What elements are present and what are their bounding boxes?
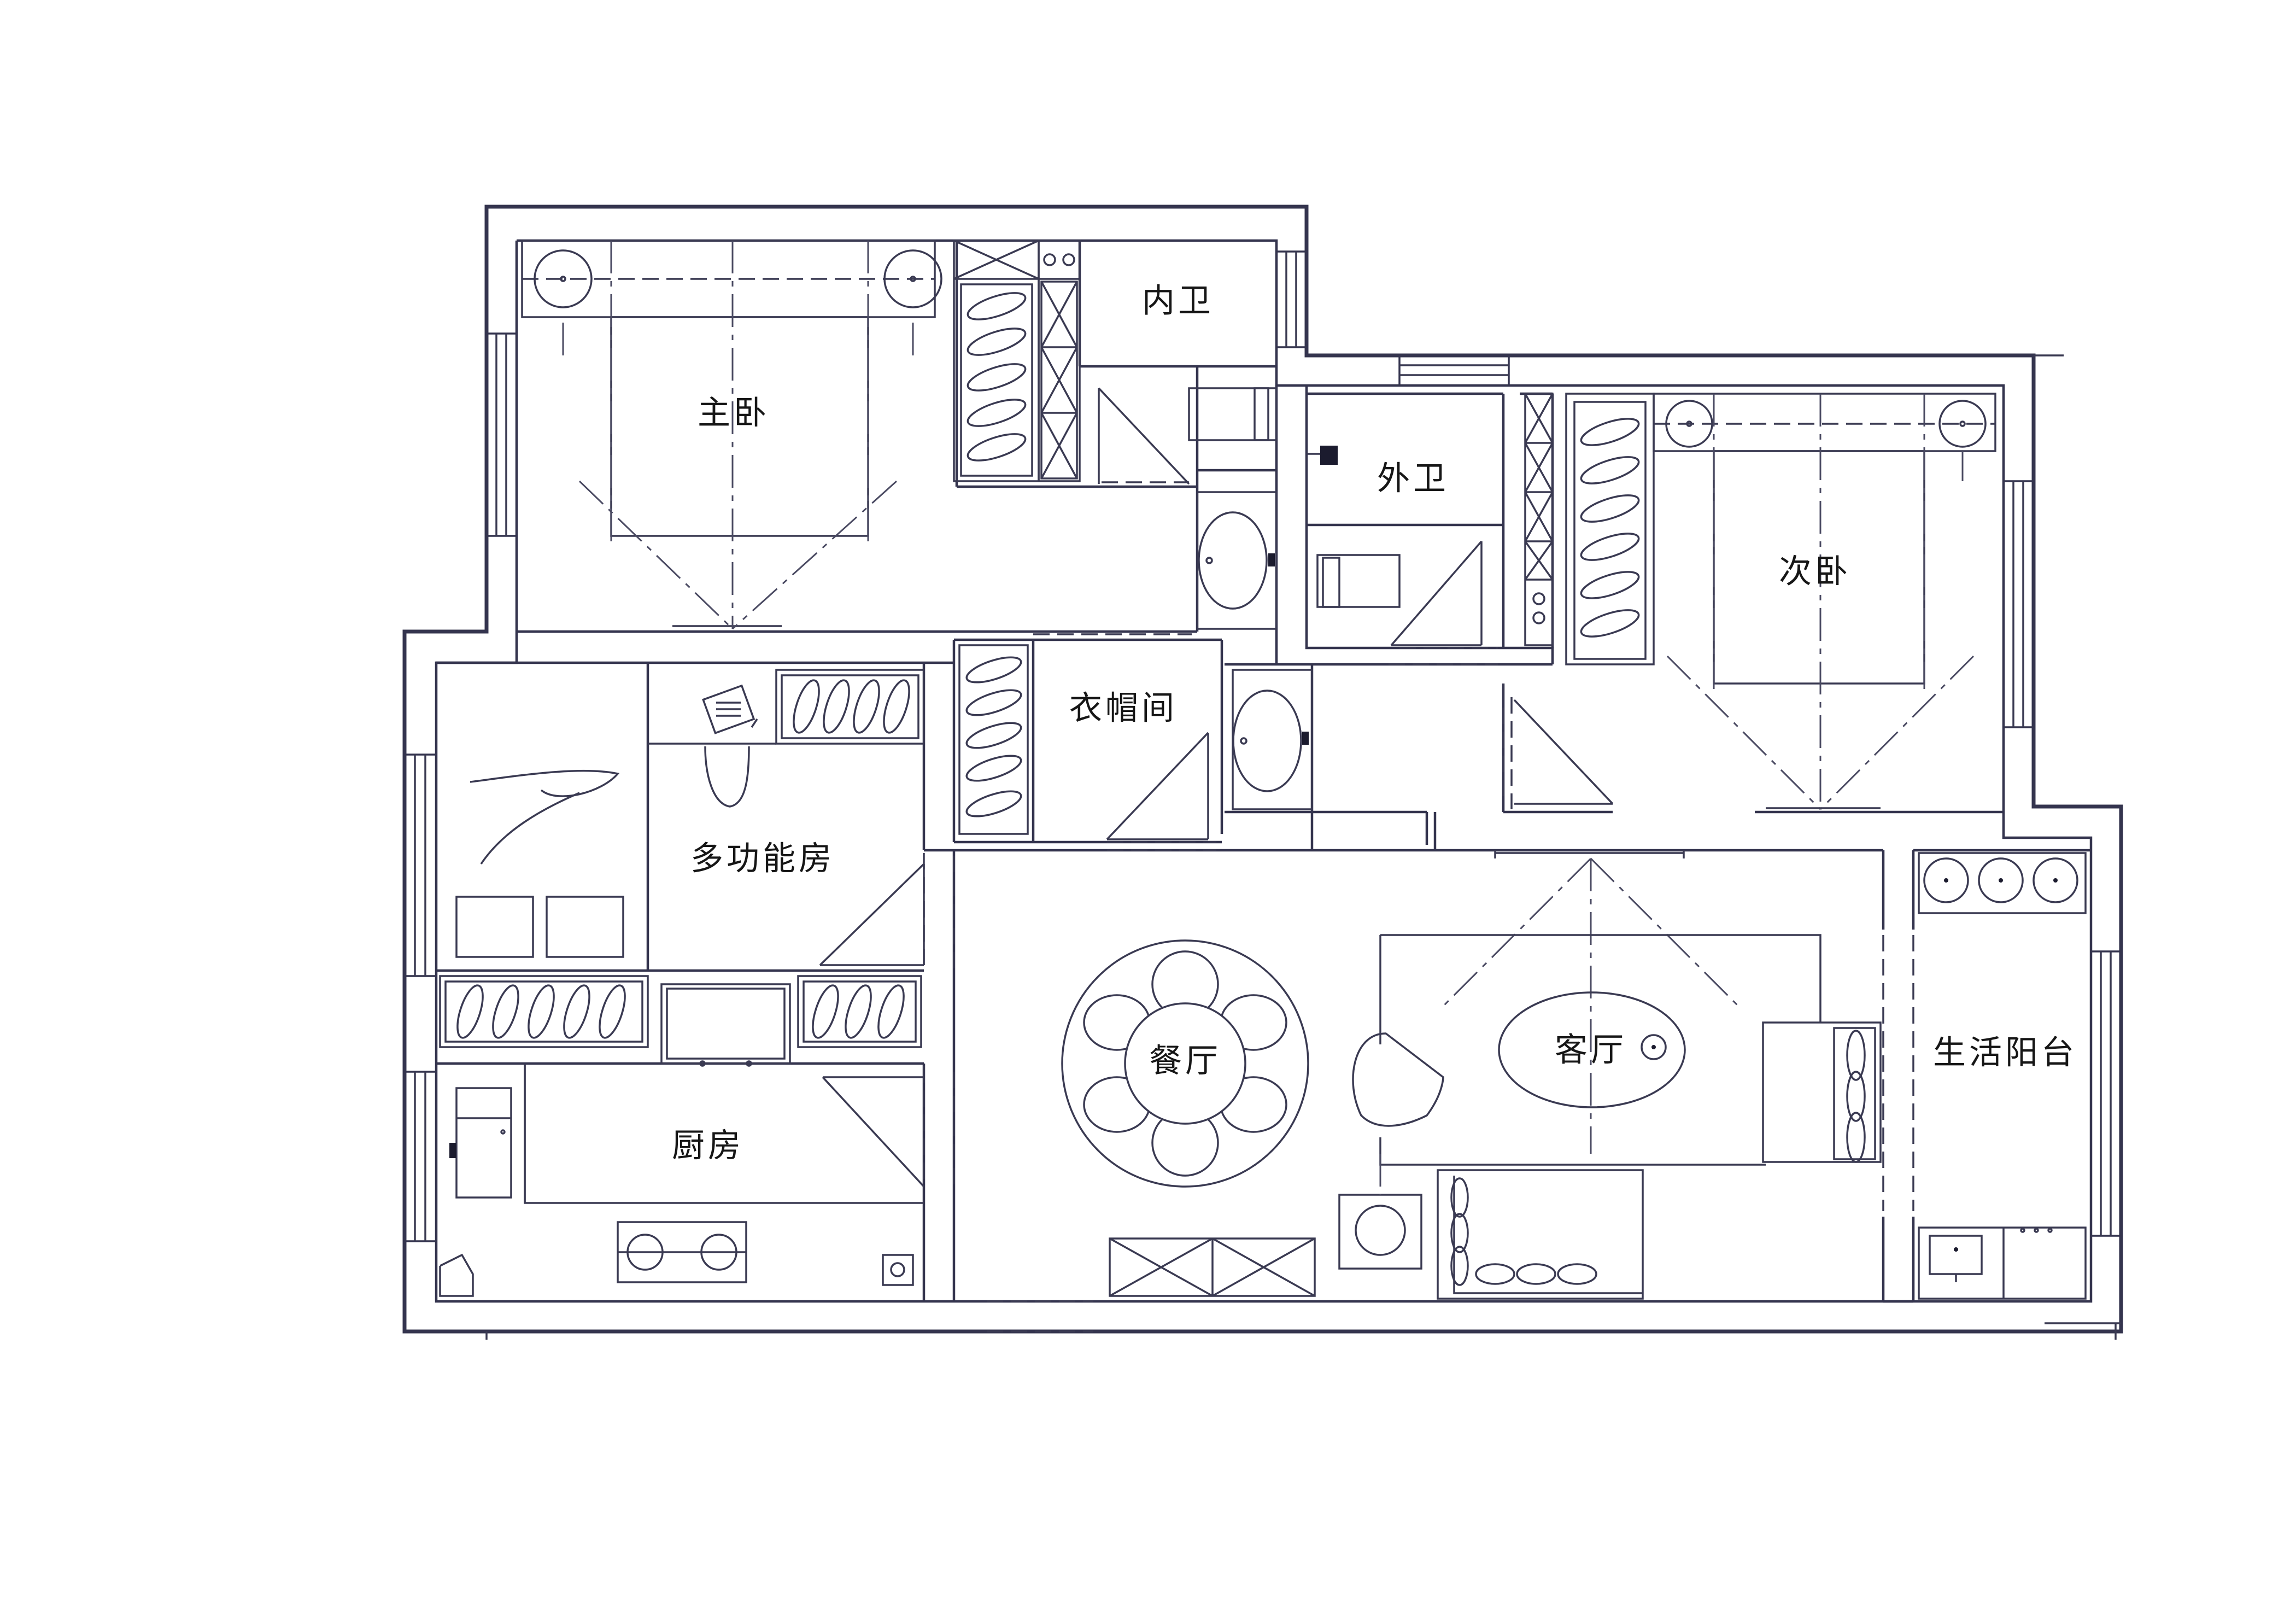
cloakroom-wardrobe — [958, 644, 1029, 835]
room-label-dining-room: 餐厅 — [1149, 1042, 1221, 1080]
doorways — [923, 481, 1914, 1211]
guest-bath-cabinet — [1524, 393, 1554, 646]
window — [403, 753, 437, 977]
coffee-table — [1498, 991, 1686, 1108]
multi-room-top-cabinet — [775, 669, 925, 745]
door-swing — [1513, 699, 1614, 805]
room-label-ensuite-bathroom: 内卫 — [1142, 282, 1214, 320]
window — [403, 1071, 437, 1242]
multi-room-bottom-cabinet — [439, 975, 922, 1067]
room-label-master-bedroom: 主卧 — [698, 394, 770, 433]
room-label-living-room: 客厅 — [1555, 1031, 1627, 1070]
room-label-guest-bathroom: 外卫 — [1377, 460, 1449, 498]
day-bed — [455, 769, 624, 958]
refrigerator — [449, 1087, 512, 1199]
dining-table — [1061, 939, 1309, 1188]
side-table — [1338, 1154, 1422, 1270]
dining-sideboard — [1109, 1237, 1316, 1297]
master-wardrobe — [953, 239, 1040, 482]
room-label-service-balcony: 生活阳台 — [1933, 1034, 2077, 1072]
window — [2090, 950, 2122, 1237]
door-swing — [819, 863, 925, 966]
exterior-walls — [402, 205, 2123, 1340]
guest-bath-vanity — [1316, 554, 1401, 608]
ensuite-cabinet — [1038, 239, 1081, 482]
desk — [648, 684, 776, 808]
kitchen-counter — [524, 1064, 924, 1204]
room-label-multi-function-room: 多功能房 — [690, 840, 835, 878]
guest-bath-fixture — [1307, 446, 1338, 465]
door-swing — [822, 1076, 925, 1188]
door-swing — [1106, 732, 1209, 840]
window — [1398, 354, 1510, 387]
room-label-kitchen: 厨房 — [672, 1127, 744, 1165]
master-bed — [521, 239, 942, 630]
room-label-second-bedroom: 次卧 — [1779, 553, 1851, 591]
door-swing — [1390, 540, 1483, 646]
window — [1275, 250, 1308, 348]
balcony-washers — [1918, 852, 2087, 914]
toilet — [1196, 491, 1278, 630]
lounge-chair — [1352, 1032, 1444, 1127]
toilet — [1232, 669, 1313, 810]
tv-wall — [1442, 850, 1739, 1154]
balcony-sink — [1918, 1226, 2087, 1300]
kitchen-corner — [439, 1253, 914, 1297]
window — [987, 1300, 1093, 1333]
side-sofa — [1437, 1169, 1644, 1300]
room-label-cloakroom: 衣帽间 — [1069, 690, 1178, 728]
ensuite-vanity — [1188, 387, 1278, 441]
door-swing — [1098, 387, 1190, 485]
second-bed — [1653, 393, 1996, 810]
stove — [617, 1221, 747, 1283]
window — [2002, 480, 2035, 728]
second-wardrobe — [1565, 393, 1655, 665]
window — [485, 332, 518, 537]
sofa — [1762, 1021, 1882, 1163]
